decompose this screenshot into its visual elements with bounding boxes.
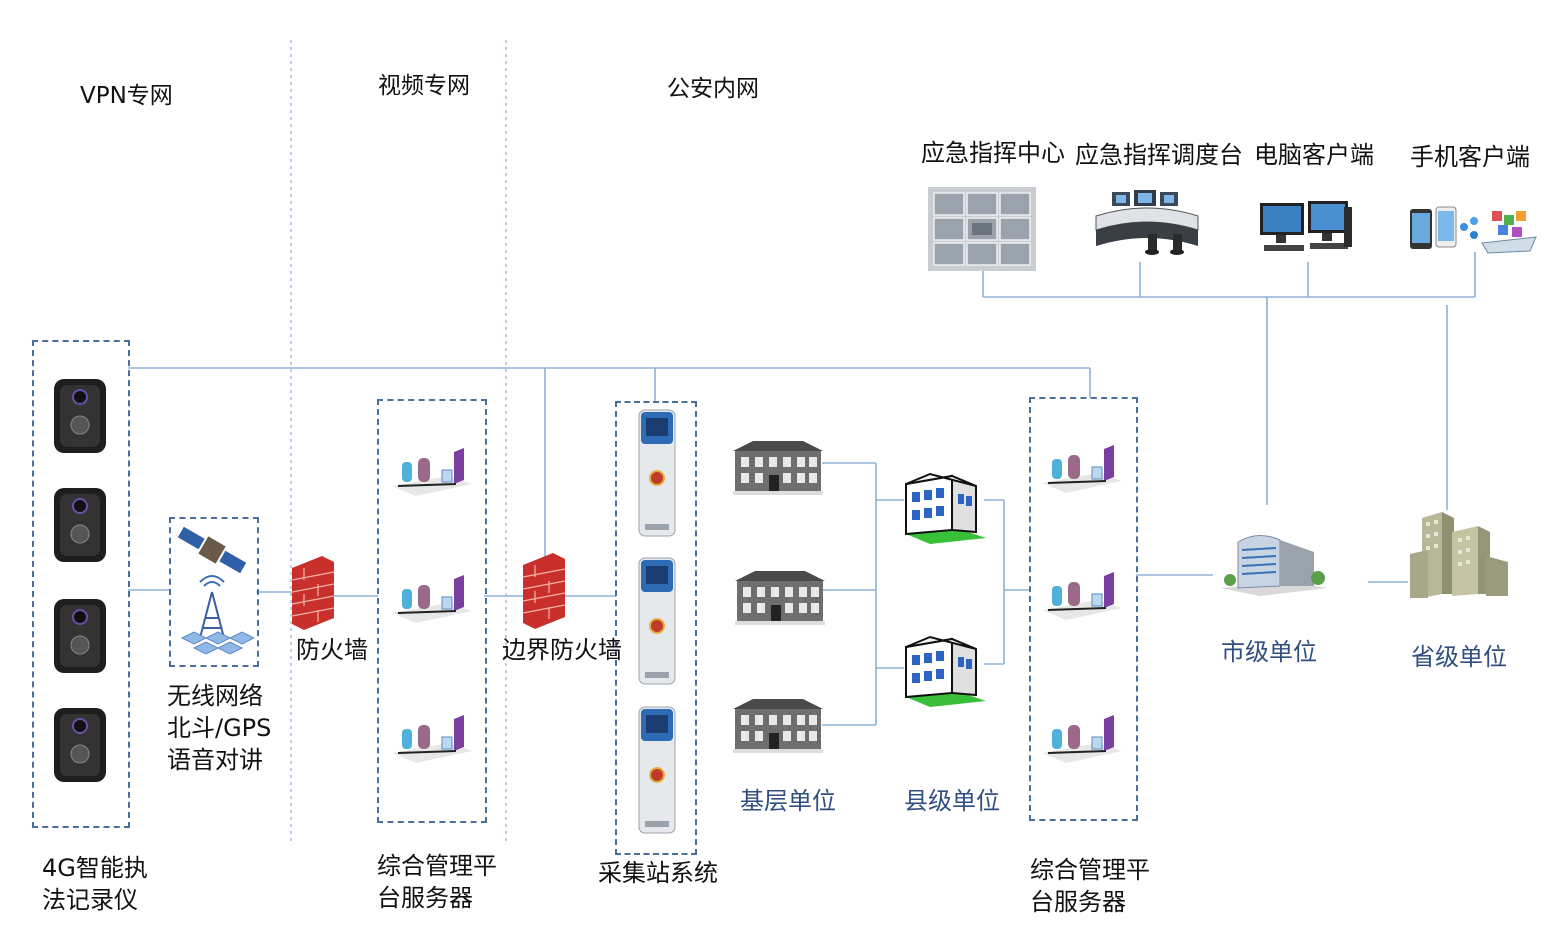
server-cluster-icon [392, 575, 472, 623]
collection-station-icon [638, 706, 676, 834]
city-unit-label: 市级单位 [1221, 638, 1317, 666]
border-firewall-label: 边界防火墙 [502, 636, 622, 664]
province-building-icon [1410, 512, 1508, 598]
zone-separators [290, 40, 507, 845]
zone-label-video: 视频专网 [378, 73, 470, 99]
zone-label-police: 公安内网 [667, 76, 759, 102]
collection-station-icon [638, 557, 676, 685]
firewall-icon [292, 556, 334, 630]
platform-server-box-1 [377, 399, 487, 823]
server-cluster-icon [1042, 572, 1122, 620]
body-camera-icon [54, 599, 106, 673]
server-cluster-icon [392, 448, 472, 496]
grassroots-building-icon [733, 441, 823, 495]
grassroots-unit-label: 基层单位 [740, 787, 836, 815]
city-building-icon [1220, 535, 1328, 596]
client-label-pc: 电脑客户端 [1254, 141, 1374, 169]
body-camera-icon [54, 708, 106, 782]
zone-label-vpn: VPN专网 [80, 83, 173, 109]
links [128, 252, 1476, 726]
grassroots-building-icon [735, 571, 825, 625]
server-cluster-icon [1042, 715, 1122, 763]
dispatch-console-icon [1095, 190, 1199, 255]
platform-server-box-2 [1029, 397, 1138, 821]
desktop-pc-icon [1260, 201, 1352, 251]
collection-station-icon [638, 409, 676, 537]
firewall-label: 防火墙 [296, 636, 368, 664]
mobile-devices-icon [1410, 206, 1537, 254]
body-camera-icon [54, 488, 106, 562]
platform-server-label-1: 综合管理平 台服务器 [377, 852, 497, 912]
platform-server-label-2: 综合管理平 台服务器 [1030, 856, 1150, 916]
grassroots-building-icon [733, 699, 823, 753]
recorder-label: 4G智能执 法记录仪 [42, 854, 148, 914]
county-unit-label: 县级单位 [904, 787, 1000, 815]
county-building-icon [905, 472, 986, 544]
collection-station-label: 采集站系统 [598, 859, 718, 887]
body-camera-icon [54, 379, 106, 453]
wireless-label: 无线网络 北斗/GPS 语音对讲 [167, 682, 272, 774]
satellite-tower-icon [177, 526, 254, 655]
server-cluster-icon [392, 715, 472, 763]
wireless-box [169, 517, 259, 667]
collection-station-box [615, 401, 697, 855]
server-cluster-icon [1042, 445, 1122, 493]
client-label-command-center: 应急指挥中心 [921, 139, 1065, 167]
county-building-icon [905, 635, 986, 707]
recorder-group-box [32, 340, 130, 828]
video-wall-icon [928, 187, 1036, 271]
border-firewall-icon [523, 553, 565, 629]
client-label-dispatch-desk: 应急指挥调度台 [1075, 141, 1243, 169]
client-label-mobile: 手机客户端 [1410, 143, 1530, 171]
province-unit-label: 省级单位 [1411, 643, 1507, 671]
